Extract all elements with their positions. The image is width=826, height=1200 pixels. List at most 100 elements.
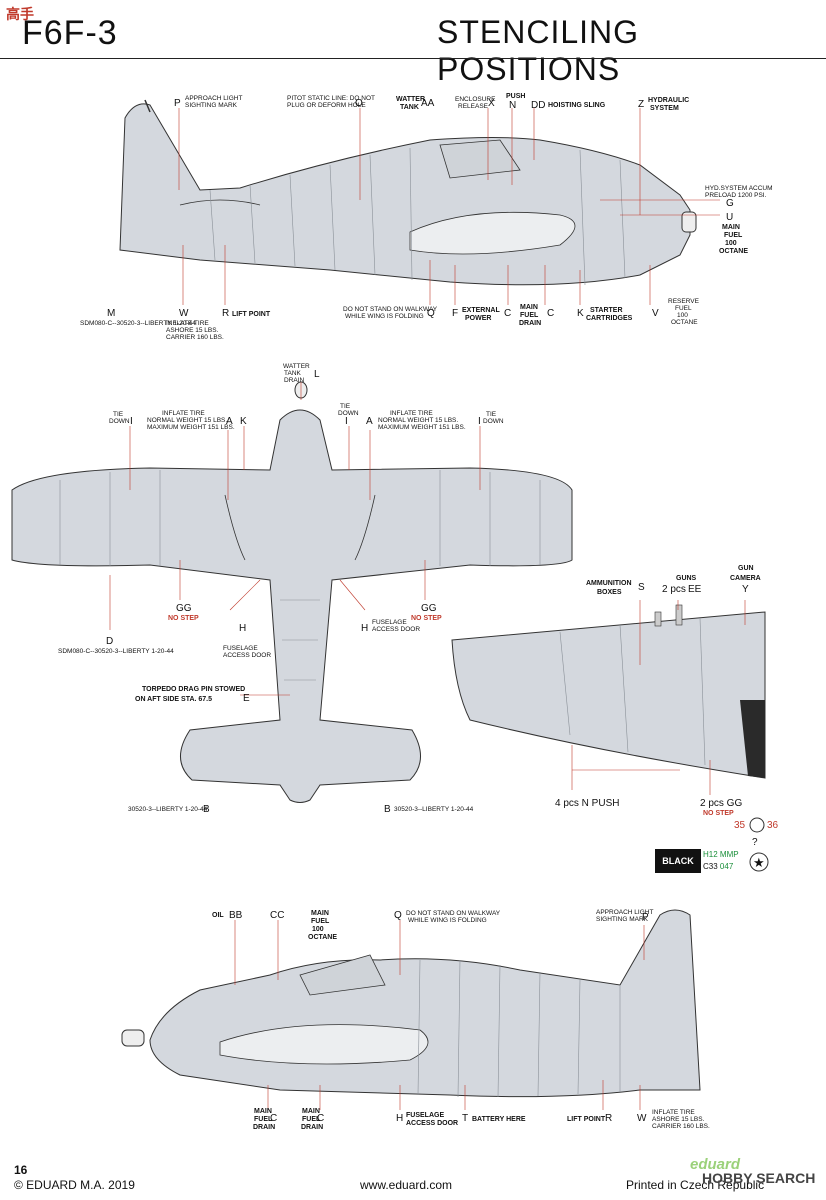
text-D: SDM080-C--30520-3--LIBERTY 1-20-44 [58, 648, 174, 655]
text-U-1: MAIN [722, 224, 740, 231]
text-CC-1: MAIN [311, 910, 329, 917]
label-CC: CC [270, 910, 284, 921]
text-C-top-1: MAIN [520, 304, 538, 311]
label-Q-bottom: Q [394, 910, 402, 921]
text-Q-bottom-2: WHILE WING IS FOLDING [408, 917, 487, 924]
text-W-top-1: INFLATE TIRE [166, 320, 209, 327]
text-DD: HOISTING SLING [548, 102, 606, 109]
paint-codes: H12 MMP C33 047 [703, 849, 739, 873]
label-H-plan-right: H [361, 623, 368, 634]
text-C-top-3: DRAIN [519, 320, 541, 327]
label-K-plan: K [240, 416, 247, 427]
label-BB: BB [229, 910, 243, 921]
text-nostep: NO STEP [703, 810, 734, 817]
model-title: F6F-3 [22, 14, 118, 52]
text-I-mid-2: DOWN [338, 410, 359, 417]
label-S: S [638, 582, 645, 593]
text-C-bottom-2a: MAIN [302, 1108, 320, 1115]
text-L-3: DRAIN [284, 377, 305, 384]
side-view-left: P APPROACH LIGHT SIGHTING MARK PITOT STA… [80, 93, 773, 341]
text-BB: OIL [212, 912, 224, 919]
text-W-bottom-3: CARRIER 160 LBS. [652, 1123, 710, 1130]
text-F-1: EXTERNAL [462, 307, 500, 314]
text-A-right-1: INFLATE TIRE [390, 410, 433, 417]
header-rule [0, 58, 826, 59]
text-L-1: WATTER [283, 363, 310, 370]
text-U-2: FUEL [724, 232, 743, 239]
text-gg: 2 pcs GG [700, 798, 742, 809]
text-X-1: ENCLOSURE [455, 96, 496, 103]
label-W-top: W [179, 308, 189, 319]
text-W-bottom-2: ASHORE 15 LBS. [652, 1116, 705, 1123]
text-A-left-2: NORMAL WEIGHT 15 LBS. [147, 417, 227, 424]
text-EE-2: 2 pcs [662, 584, 686, 595]
label-A-left: A [226, 416, 233, 427]
text-H-plan-right-2: ACCESS DOOR [372, 626, 420, 633]
text-P-top-1: APPROACH LIGHT [185, 95, 242, 102]
text-Q-bottom-1: DO NOT STAND ON WALKWAY [406, 910, 501, 917]
label-AA: AA [421, 98, 435, 109]
label-H-bottom: H [396, 1113, 403, 1124]
text-K-top-1: STARTER [590, 307, 623, 314]
star-insignia-icon [749, 852, 769, 872]
text-A-left-1: INFLATE TIRE [162, 410, 205, 417]
label-N-top: N [509, 100, 516, 111]
wing-detail: AMMUNITION BOXES S GUNS 2 pcs EE GUN CAM… [451, 565, 779, 872]
text-I-left-1: TIE [113, 411, 124, 418]
text-I-right-1: TIE [486, 411, 497, 418]
text-V-1: RESERVE [668, 298, 700, 305]
text-C-bottom-1b: FUEL [254, 1116, 273, 1123]
text-Y-1: GUN [738, 565, 754, 572]
text-T: BATTERY HERE [472, 1116, 526, 1123]
text-C-bottom-2c: DRAIN [301, 1124, 323, 1131]
text-U-3: 100 [725, 240, 737, 247]
copyright: © EDUARD M.A. 2019 [14, 1178, 135, 1192]
label-Z: Z [638, 99, 644, 110]
label-U: U [726, 212, 733, 223]
text-C-bottom-1c: DRAIN [253, 1124, 275, 1131]
text-N-top: PUSH [506, 93, 525, 100]
label-W-bottom: W [637, 1113, 647, 1124]
text-A-right-2: NORMAL WEIGHT 15 LBS. [378, 417, 458, 424]
label-X: X [488, 98, 495, 109]
text-V-4: OCTANE [671, 319, 698, 326]
text-H-plan-left-2: ACCESS DOOR [223, 652, 271, 659]
label-I-mid: I [345, 416, 348, 427]
label-K-top: K [577, 308, 584, 319]
label-T: T [462, 1113, 468, 1124]
text-I-right-2: DOWN [483, 418, 504, 425]
printed-in: Printed in Czech Republic [626, 1178, 765, 1192]
paint-code-c33: C33 [703, 862, 718, 871]
text-E-1: TORPEDO DRAG PIN STOWED [142, 686, 245, 693]
label-O: O [355, 98, 363, 109]
text-W-top-2: ASHORE 15 LBS. [166, 327, 219, 334]
text-CC-4: OCTANE [308, 934, 337, 941]
label-R-bottom: R [605, 1113, 612, 1124]
text-E-2: ON AFT SIDE STA. 67.5 [135, 696, 212, 703]
label-Y: Y [742, 584, 749, 595]
label-G: G [726, 198, 734, 209]
text-A-right-3: MAXIMUM WEIGHT 151 LBS. [378, 424, 466, 431]
paint-code-mmp: MMP [719, 850, 739, 859]
label-GG-left: GG [176, 603, 192, 614]
decal-36: 36 [767, 820, 779, 831]
label-B-left: B [203, 804, 210, 815]
text-B-left: 30520-3--LIBERTY 1-20-44 [128, 806, 208, 813]
text-I-left-2: DOWN [109, 418, 130, 425]
text-B-right: 30520-3--LIBERTY 1-20-44 [394, 806, 474, 813]
text-A-left-3: MAXIMUM WEIGHT 151 LBS. [147, 424, 235, 431]
paint-code-h12: H12 [703, 850, 718, 859]
label-C-bottom-2: C [317, 1113, 324, 1124]
text-O-1: PITOT STATIC LINE: DO NOT [287, 95, 375, 102]
label-D: D [106, 636, 113, 647]
label-B-right: B [384, 804, 391, 815]
text-W-bottom-1: INFLATE TIRE [652, 1109, 695, 1116]
label-C-top-2: C [547, 308, 554, 319]
text-I-mid-1: TIE [340, 403, 351, 410]
text-M: SDM080-C--30520-3--LIBERTY 1-20-44 [80, 320, 196, 327]
text-EE-1: GUNS [676, 575, 697, 582]
text-G-2: PRELOAD 1200 PSI. [705, 192, 767, 199]
label-V: V [652, 308, 659, 319]
paint-color-black: BLACK [655, 849, 701, 873]
